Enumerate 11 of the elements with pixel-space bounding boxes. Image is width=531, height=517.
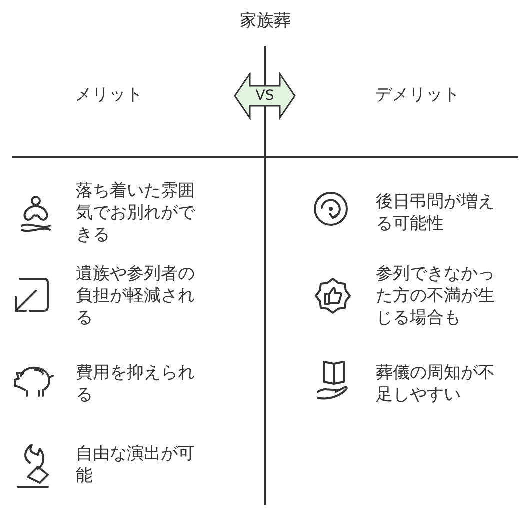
con-item: 葬儀の周知が不足しやすい	[376, 362, 496, 406]
con-item: 参列できなかった方の不満が生じる場合も	[376, 263, 496, 329]
pro-item: 落ち着いた雰囲気でお別れができる	[76, 180, 196, 246]
title: 家族葬	[239, 10, 292, 32]
pro-item: 費用を抑えられる	[76, 362, 196, 406]
vs-badge: VS	[234, 72, 296, 120]
pro-item: 自由な演出が可能	[76, 443, 196, 487]
con-item: 後日弔問が増える可能性	[376, 191, 496, 235]
column-heading: デメリット	[375, 84, 461, 106]
column-heading: メリット	[75, 84, 144, 106]
pro-item: 遺族や参列者の負担が軽減される	[76, 263, 196, 329]
